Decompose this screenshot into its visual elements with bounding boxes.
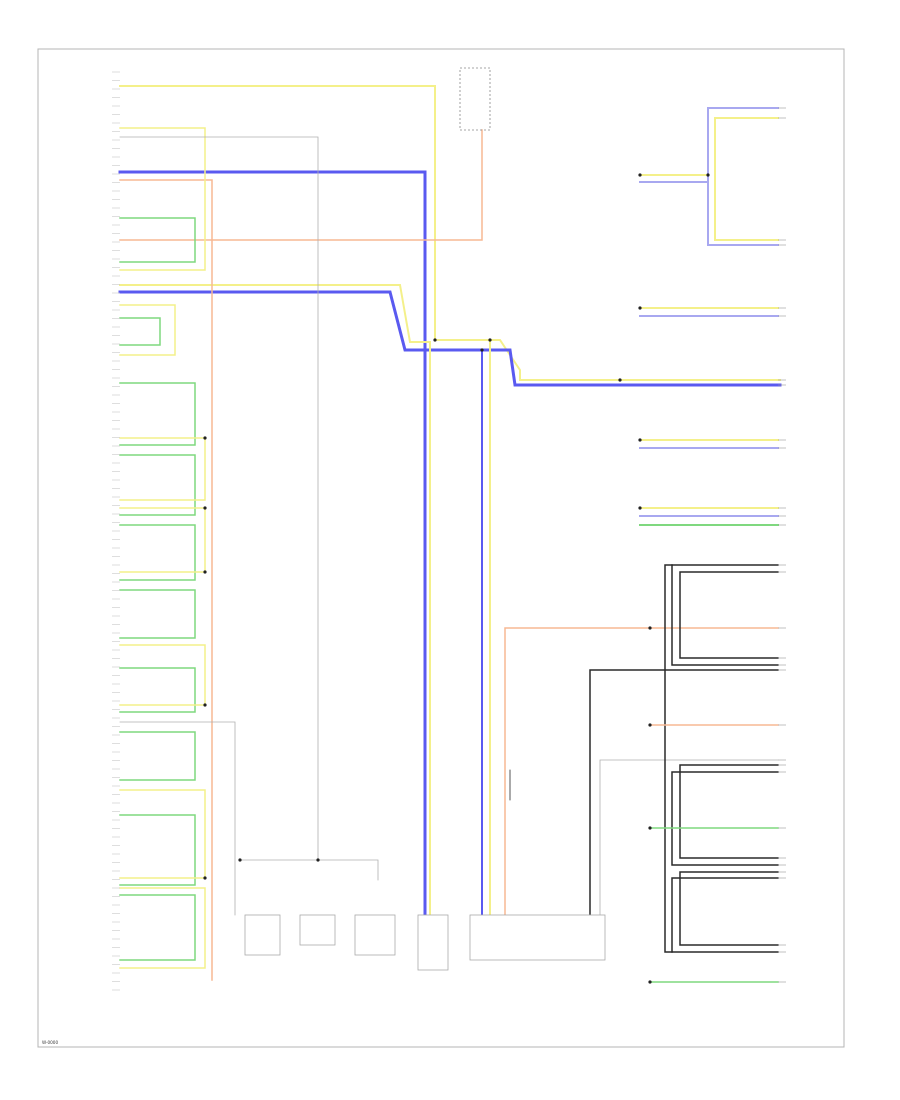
wire-green-10: [119, 894, 196, 961]
central-module-box: [469, 914, 606, 961]
wire-gray-center: [599, 759, 779, 916]
wire-black-bundle-5: [679, 871, 779, 946]
wire-yellow-left-6: [119, 789, 206, 879]
splice-dot: [480, 348, 484, 352]
splice-points: [203, 173, 710, 984]
splice-dot: [638, 506, 642, 510]
wire-yellow-left-4: [119, 507, 206, 573]
wire-yellow-left-5: [119, 644, 206, 706]
left-connector-pins: [112, 71, 120, 991]
splice-dot: [316, 858, 320, 862]
splice-dot: [203, 703, 207, 707]
ignition-switch-box: [459, 67, 491, 131]
wire-blue-main: [118, 170, 427, 917]
wire-yellow-left-3: [119, 437, 206, 501]
wire-black-bundle-3: [679, 764, 779, 859]
right-connector-pins: [778, 107, 786, 983]
splice-dot: [638, 306, 642, 310]
components: [244, 67, 606, 971]
splice-dot: [648, 980, 652, 984]
wire-green-1: [119, 217, 196, 263]
wire-yellow-left-2: [119, 304, 176, 356]
module-box: [417, 914, 449, 971]
splice-dot: [488, 338, 492, 342]
wire-black-bundle-6: [671, 877, 779, 953]
wire-yellow-right-top: [714, 117, 779, 241]
module-box: [354, 914, 396, 956]
wire-green-6: [119, 589, 196, 639]
splice-dot: [203, 876, 207, 880]
splice-dot: [638, 173, 642, 177]
wire-gray-2: [239, 859, 379, 881]
wire-yellow-left-1: [119, 127, 206, 271]
splice-dot: [648, 723, 652, 727]
wire-blue-secondary: [118, 290, 782, 387]
splice-dot: [638, 438, 642, 442]
wire-gray-1: [119, 136, 319, 861]
wire-black-bundle-1: [671, 564, 779, 666]
diagram-frame: [37, 48, 845, 1048]
splice-dot: [203, 436, 207, 440]
splice-dot: [648, 826, 652, 830]
wire-green-5: [119, 524, 196, 581]
wire-orange-left-vertical: [119, 179, 213, 981]
wire-lightblue-right-top: [707, 107, 779, 246]
module-box: [299, 914, 336, 946]
wire-yellow-parallel: [119, 284, 431, 916]
splice-dot: [203, 570, 207, 574]
splice-dot: [238, 858, 242, 862]
wire-green-3: [119, 382, 196, 446]
splice-dot: [618, 378, 622, 382]
wire-green-8: [119, 731, 196, 781]
splice-dot: [706, 173, 710, 177]
module-box: [244, 914, 281, 956]
wire-black-bundle-4: [671, 771, 779, 866]
wire-gray-3: [119, 721, 236, 916]
wire-green-9: [119, 814, 196, 886]
wire-green-2: [119, 317, 161, 346]
footer-code: W-0000: [42, 1040, 58, 1045]
wire-yellow-top: [119, 85, 781, 381]
wire-green-7: [119, 667, 196, 713]
wire-black-bundle-7: [664, 564, 673, 953]
wire-black-bundle-2: [679, 571, 779, 659]
wire-orange-center: [504, 627, 779, 916]
wire-black-center: [589, 669, 779, 916]
wires: [118, 85, 782, 983]
splice-dot: [648, 626, 652, 630]
splice-dot: [433, 338, 437, 342]
splice-dot: [203, 506, 207, 510]
wire-yellow-left-7: [119, 887, 206, 969]
wire-orange-top: [119, 129, 483, 241]
wire-green-4: [119, 454, 196, 516]
